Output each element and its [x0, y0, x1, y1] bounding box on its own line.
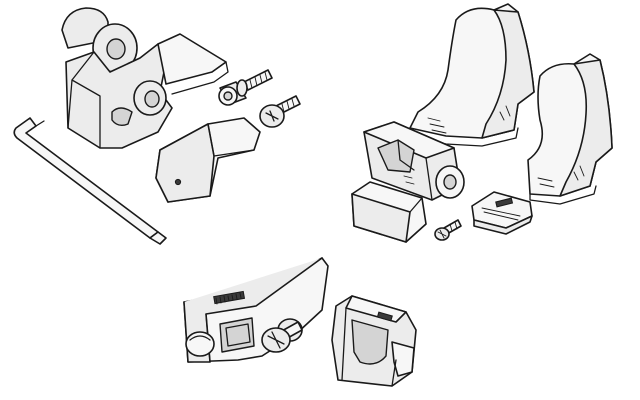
screw: [259, 95, 301, 128]
small-screw: [434, 219, 462, 241]
spacer-sleeve: [218, 81, 247, 106]
cross-head-screw: [261, 321, 303, 353]
cover-cap: [351, 181, 427, 243]
strap-holder: [183, 257, 329, 363]
spring-plate: [471, 191, 533, 235]
end-cap-block: [155, 117, 261, 203]
hinge-bracket: [61, 7, 229, 149]
clip-housing: [363, 121, 465, 201]
allen-key: [13, 117, 167, 245]
saddle-clamp: [527, 53, 613, 205]
buckle-clip: [331, 295, 417, 387]
screw: [236, 69, 273, 97]
saddle-clamp: [409, 3, 535, 147]
